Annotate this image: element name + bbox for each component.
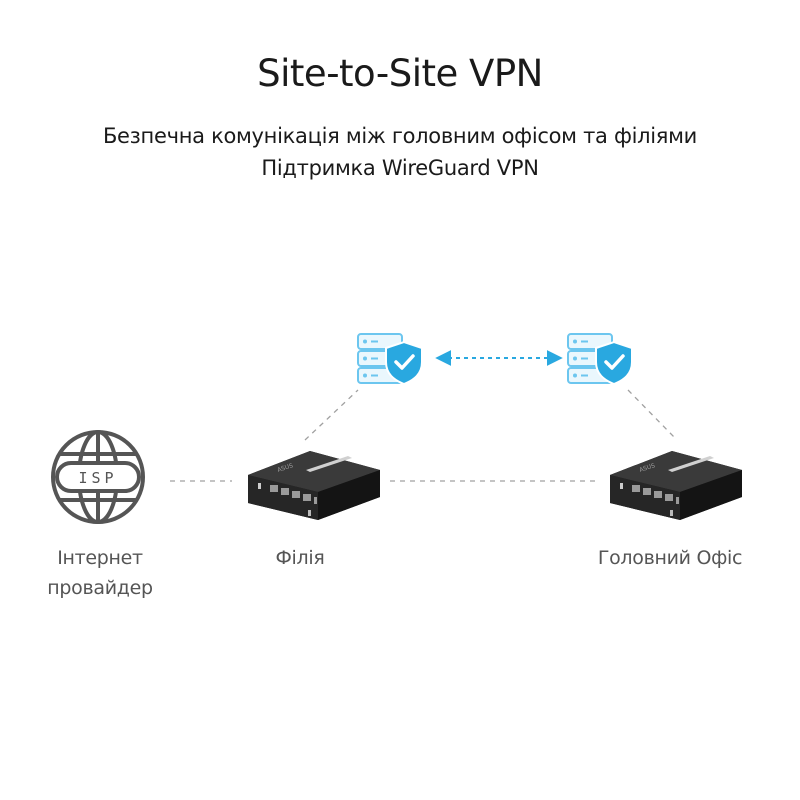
- page-subtitle: Безпечна комунікація між головним офісом…: [0, 120, 800, 184]
- subtitle-line-1: Безпечна комунікація між головним офісом…: [102, 124, 698, 148]
- svg-text:ASUS: ASUS: [638, 462, 656, 474]
- shield-check-icon: [595, 340, 633, 386]
- router-icon: ASUS: [610, 451, 742, 520]
- isp-label-line-1: Інтернет: [57, 547, 143, 569]
- secure-server-icon: [567, 333, 633, 386]
- page-title: Site-to-Site VPN: [257, 52, 543, 95]
- branch-vpn-link: [304, 389, 359, 441]
- isp-badge-text: ISP: [78, 469, 117, 487]
- shield-check-icon: [385, 340, 423, 386]
- isp-badge: ISP: [55, 461, 141, 493]
- router-icon: ASUS: [248, 451, 380, 520]
- svg-text:ASUS: ASUS: [276, 462, 294, 474]
- isp-label: Інтернет провайдер: [20, 543, 180, 603]
- branch-label: Філія: [275, 547, 325, 569]
- headquarters-label: Головний Офіс: [597, 547, 743, 569]
- secure-server-icon: [357, 333, 423, 386]
- isp-label-line-2: провайдер: [47, 577, 153, 599]
- subtitle-line-2: Підтримка WireGuard VPN: [261, 156, 539, 180]
- hq-vpn-link: [627, 389, 676, 439]
